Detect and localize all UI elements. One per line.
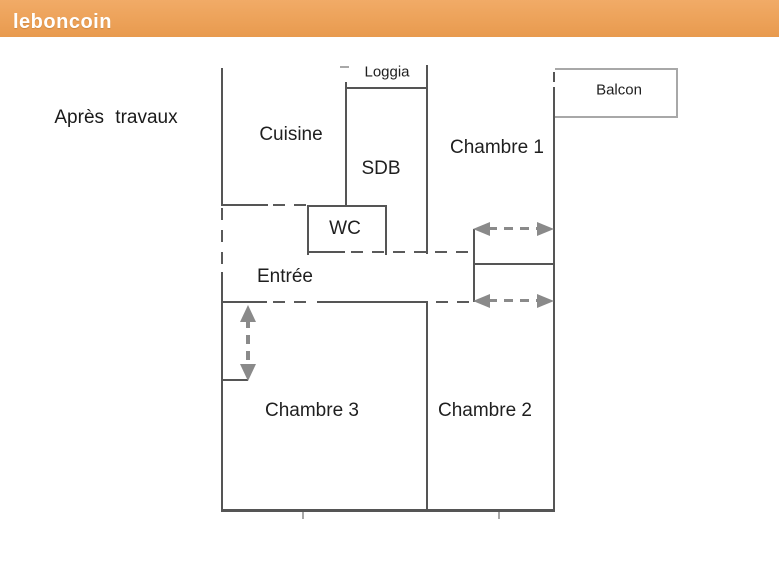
wall-left-lower — [221, 272, 223, 512]
bottom-tick-left — [302, 512, 304, 519]
room-label-chambre1: Chambre 1 — [450, 137, 544, 158]
wall-corridor-north-dashed — [351, 251, 473, 253]
header-bar: leboncoin — [0, 0, 779, 37]
door-move-arrow-top — [473, 222, 554, 236]
balcon-outline-right — [676, 68, 678, 118]
arrow-right-head-icon — [537, 222, 554, 236]
leboncoin-logo: leboncoin — [13, 11, 112, 33]
wall-chambre3-niche — [221, 379, 248, 381]
balcon-outline-top — [555, 68, 678, 70]
wall-entrance-south-dashed-right — [436, 301, 470, 303]
wall-loggia-bottom — [345, 87, 428, 89]
wc-box — [307, 205, 387, 255]
wall-door-frame-vertical — [473, 229, 475, 302]
arrow-dashed-shaft — [246, 319, 250, 367]
arrow-up-head-icon — [240, 305, 256, 322]
wall-door-frame-horizontal — [473, 263, 555, 265]
loggia-tick — [340, 66, 349, 68]
room-label-chambre2: Chambre 2 — [438, 400, 532, 421]
wall-bottom — [221, 509, 555, 512]
wall-left-door-opening-dashed — [221, 208, 223, 270]
door-move-arrow-vertical — [240, 305, 256, 381]
wall-kitchen-south-dashed — [273, 204, 307, 206]
wall-kitchen-south-solid — [221, 204, 268, 206]
wall-bedroom-divider — [426, 301, 428, 512]
door-move-arrow-middle — [473, 294, 554, 308]
room-label-sdb: SDB — [361, 158, 401, 179]
room-label-balcon: Balcon — [596, 81, 642, 99]
wall-left-upper — [221, 68, 223, 206]
arrow-left-head-icon — [473, 294, 490, 308]
wall-right-top-dash — [553, 72, 555, 82]
room-label-wc: WC — [329, 218, 361, 239]
wall-sdb-right — [426, 65, 428, 254]
wall-sdb-left — [345, 82, 347, 207]
balcon-outline-bottom — [555, 116, 678, 118]
wall-entrance-south-dashed — [273, 301, 313, 303]
wall-entrance-south-solid-right — [317, 301, 428, 303]
wall-entrance-south-solid-left — [221, 301, 267, 303]
room-label-cuisine: Cuisine — [259, 124, 323, 145]
room-label-entree: Entrée — [257, 266, 313, 287]
bottom-tick-right — [498, 512, 500, 519]
arrow-down-head-icon — [240, 364, 256, 381]
wall-wc-bottom-solid — [307, 251, 345, 253]
arrow-dashed-shaft — [488, 227, 539, 230]
arrow-dashed-shaft — [488, 299, 539, 302]
caption-apres-travaux: Après travaux — [54, 107, 178, 128]
room-label-loggia: Loggia — [364, 63, 410, 81]
arrow-right-head-icon — [537, 294, 554, 308]
room-label-chambre3: Chambre 3 — [265, 400, 359, 421]
arrow-left-head-icon — [473, 222, 490, 236]
wall-right — [553, 87, 555, 512]
